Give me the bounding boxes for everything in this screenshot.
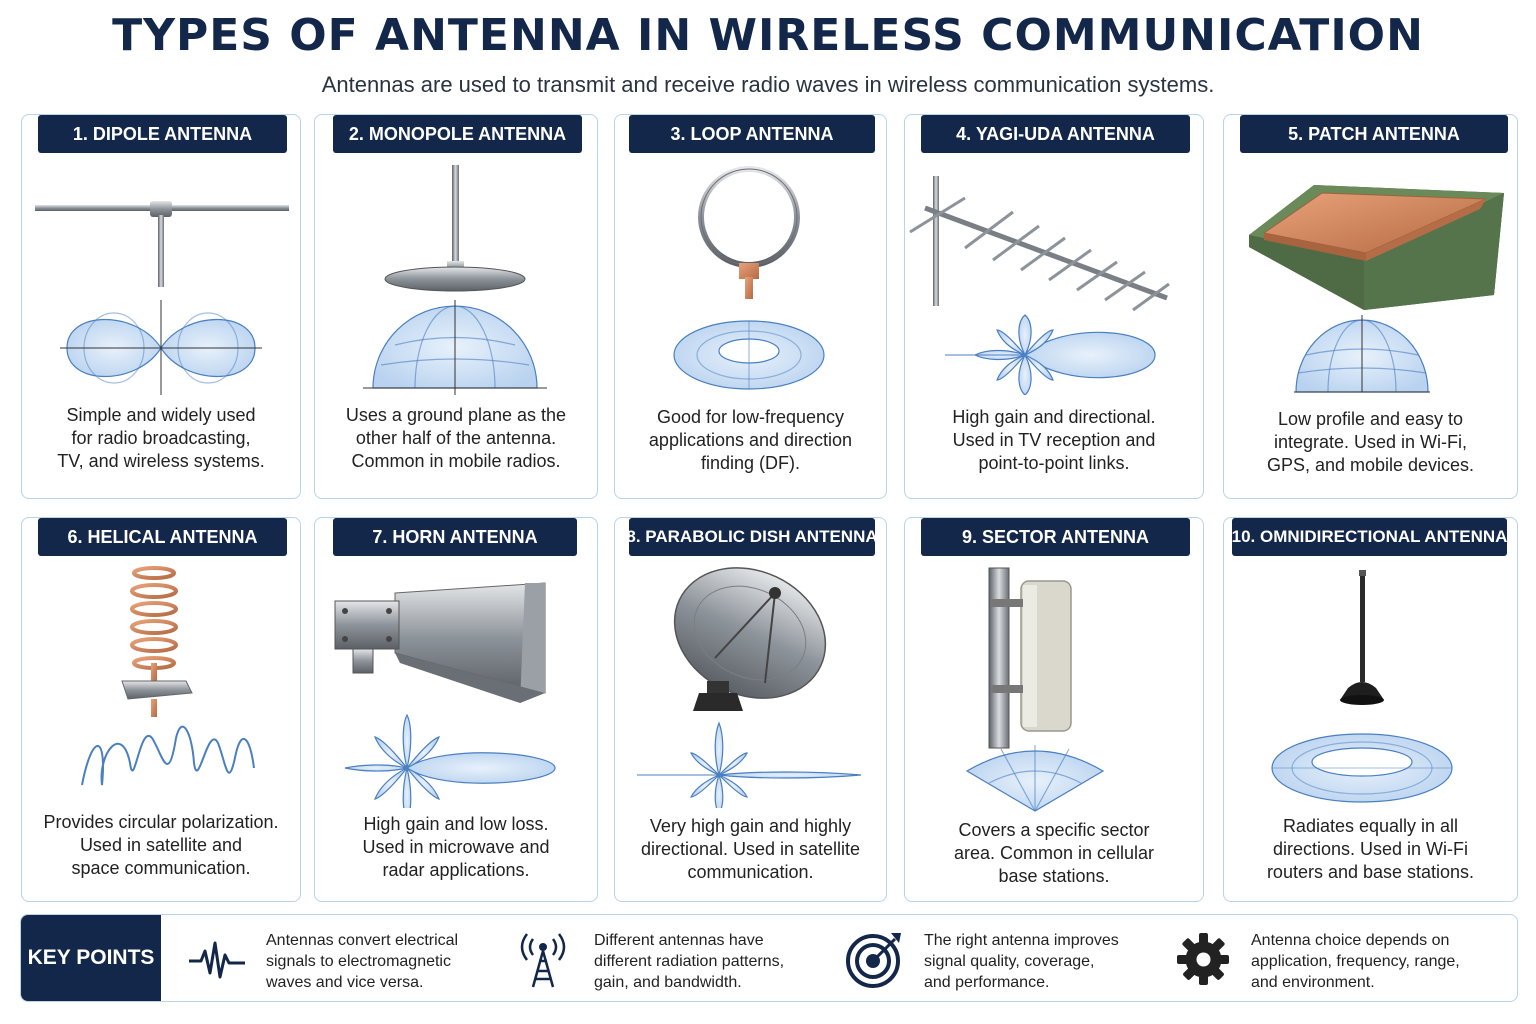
loop-desc-line: applications and direction — [648, 430, 853, 450]
monopole-antenna-icon — [363, 165, 547, 395]
horn-desc-line: High gain and low loss. — [363, 814, 549, 834]
key-point-item: Antenna choice depends on application, f… — [1171, 915, 1501, 1001]
card-sector-antenna: 9. SECTOR ANTENNA Covers a specific sect… — [904, 517, 1204, 902]
horn-radiation-pattern — [344, 713, 556, 808]
helical-desc-line: Used in satellite and — [79, 835, 243, 855]
key-point-text: different radiation patterns, — [594, 953, 785, 970]
key-point-text: application, frequency, range, — [1251, 953, 1460, 970]
omnidirectional-antenna-icon — [1271, 570, 1453, 803]
yagi-desc-line: High gain and directional. — [952, 407, 1156, 427]
key-point-text: Antenna choice depends on — [1251, 932, 1450, 949]
helical-desc-line: Provides circular polarization. — [43, 812, 279, 832]
card-yagi-uda-antenna: 4. YAGI-UDA ANTENNA High gain and direct — [904, 114, 1204, 499]
card-horn-antenna: 7. HORN ANTENNA High gain and low loss. … — [314, 517, 598, 902]
parabolic-dish-antenna-icon — [637, 567, 862, 808]
parabolic-radiation-pattern — [690, 721, 862, 808]
card-helical-antenna: 6. HELICAL ANTENNA Provides circular pol… — [21, 517, 301, 902]
dipole-desc-line: for radio broadcasting, — [71, 428, 251, 448]
key-point-text: waves and vice versa. — [266, 974, 424, 991]
loop-desc-line: Good for low-frequency — [656, 407, 845, 427]
dipole-desc-line: TV, and wireless systems. — [57, 451, 265, 471]
page-title: TYPES OF ANTENNA IN WIRELESS COMMUNICATI… — [112, 10, 1424, 61]
loop-desc-line: finding (DF). — [700, 453, 801, 473]
omni-desc-line: Radiates equally in all — [1282, 816, 1459, 836]
key-point-text: and performance. — [924, 974, 1050, 991]
key-point-text: signals to electromagnetic — [266, 953, 451, 970]
waveform-icon — [189, 941, 245, 979]
key-point-item: The right antenna improves signal qualit… — [841, 915, 1161, 1001]
card-monopole-antenna: 2. MONOPOLE ANTENNA Uses a ground plane … — [314, 114, 598, 499]
key-points-label: KEY POINTS — [21, 915, 161, 1001]
yagi-desc-line: point-to-point links. — [978, 453, 1130, 473]
dipole-desc-line: Simple and widely used — [66, 405, 256, 425]
sector-radiation-pattern — [965, 745, 1105, 812]
key-point-text: gain, and bandwidth. — [594, 974, 742, 991]
monopole-desc-line: Common in mobile radios. — [351, 451, 561, 471]
helical-antenna-label: 6. HELICAL ANTENNA — [38, 518, 287, 556]
horn-desc-line: radar applications. — [382, 860, 530, 880]
key-point-item: Different antennas have different radiat… — [511, 915, 831, 1001]
sector-desc-line: Covers a specific sector — [958, 820, 1150, 840]
helical-radiation-pattern — [81, 725, 255, 786]
gear-icon — [1177, 933, 1229, 985]
horn-antenna-label: 7. HORN ANTENNA — [333, 518, 577, 556]
yagi-uda-antenna-icon — [909, 176, 1170, 395]
key-points-bar: KEY POINTS Antennas convert electrical s… — [20, 914, 1518, 1002]
sector-desc-line: area. Common in cellular — [953, 843, 1155, 863]
target-icon — [846, 933, 901, 988]
patch-desc-line: Low profile and easy to — [1277, 409, 1464, 429]
key-point-text: The right antenna improves — [924, 932, 1119, 949]
parabolic-dish-antenna-label: 8. PARABOLIC DISH ANTENNA — [626, 518, 878, 556]
patch-desc-line: GPS, and mobile devices. — [1266, 455, 1475, 475]
horn-desc-line: Used in microwave and — [362, 837, 550, 857]
omni-desc-line: routers and base stations. — [1266, 862, 1475, 882]
monopole-desc-line: other half of the antenna. — [355, 428, 557, 448]
loop-antenna-label: 3. LOOP ANTENNA — [629, 115, 875, 153]
page-subtitle: Antennas are used to transmit and receiv… — [321, 72, 1215, 97]
card-omnidirectional-antenna: 10. OMNIDIRECTIONAL ANTENNA Radiates equ… — [1223, 517, 1518, 902]
omnidirectional-radiation-pattern — [1271, 733, 1453, 803]
key-point-text: and environment. — [1251, 974, 1375, 991]
key-point-text: Antennas convert electrical — [266, 932, 459, 949]
dipole-antenna-label: 1. DIPOLE ANTENNA — [38, 115, 287, 153]
card-dipole-antenna: 1. DIPOLE ANTENNA Simple and widely used… — [21, 114, 301, 499]
card-parabolic-dish-antenna: 8. PARABOLIC DISH ANTENNA Very high gain… — [614, 517, 887, 902]
parabolic-desc-line: directional. Used in satellite — [640, 839, 861, 859]
patch-desc-line: integrate. Used in Wi-Fi, — [1273, 432, 1468, 452]
monopole-desc-line: Uses a ground plane as the — [345, 405, 567, 425]
patch-antenna-icon — [1249, 185, 1504, 393]
helical-antenna-icon — [81, 566, 255, 786]
loop-antenna-icon — [673, 166, 825, 390]
parabolic-desc-line: communication. — [687, 862, 814, 882]
radio-tower-icon — [520, 933, 566, 988]
yagi-desc-line: Used in TV reception and — [952, 430, 1156, 450]
sector-desc-line: base stations. — [998, 866, 1110, 886]
omnidirectional-antenna-label: 10. OMNIDIRECTIONAL ANTENNA — [1232, 518, 1507, 556]
dipole-antenna-icon — [35, 201, 289, 395]
key-point-text: signal quality, coverage, — [924, 953, 1095, 970]
loop-radiation-pattern — [673, 320, 825, 390]
horn-antenna-icon — [334, 582, 556, 808]
key-point-text: Different antennas have — [594, 932, 764, 949]
yagi-uda-antenna-label: 4. YAGI-UDA ANTENNA — [921, 115, 1190, 153]
parabolic-desc-line: Very high gain and highly — [649, 816, 852, 836]
patch-antenna-label: 5. PATCH ANTENNA — [1240, 115, 1508, 153]
monopole-antenna-label: 2. MONOPOLE ANTENNA — [333, 115, 582, 153]
key-point-item: Antennas convert electrical signals to e… — [181, 915, 501, 1001]
sector-antenna-icon — [965, 567, 1105, 812]
sector-antenna-label: 9. SECTOR ANTENNA — [921, 518, 1190, 556]
omni-desc-line: directions. Used in Wi-Fi — [1272, 839, 1469, 859]
card-patch-antenna: 5. PATCH ANTENNA Low profile and easy to… — [1223, 114, 1518, 499]
card-loop-antenna: 3. LOOP ANTENNA Good for low-frequency a… — [614, 114, 887, 499]
helical-desc-line: space communication. — [71, 858, 251, 878]
yagi-radiation-pattern — [973, 314, 1156, 395]
